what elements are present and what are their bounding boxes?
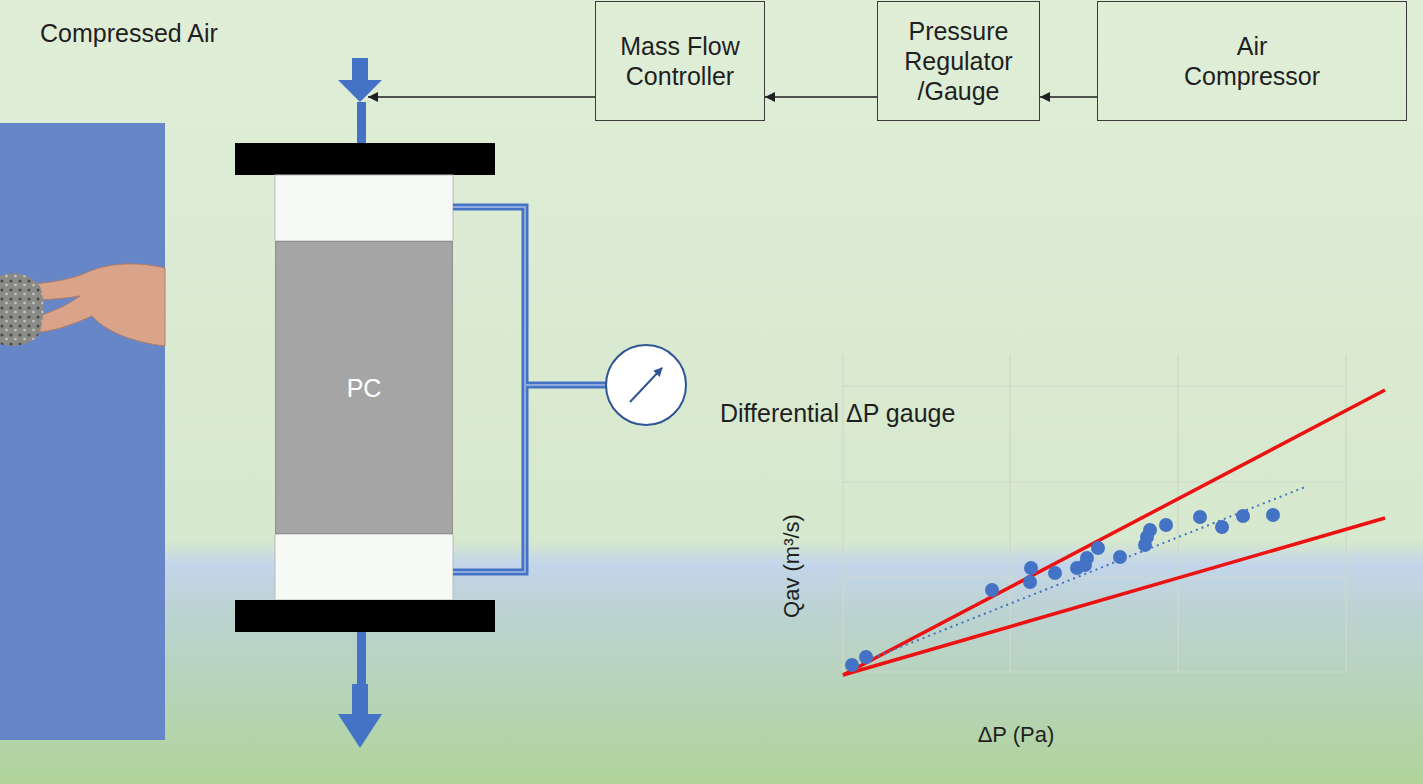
box-label: Mass Flow Controller xyxy=(619,31,741,91)
box-label: Pressure Regulator /Gauge xyxy=(891,16,1027,106)
sample-photo xyxy=(0,123,165,740)
box-label: PC xyxy=(284,373,444,403)
flow-arrow xyxy=(1040,96,1097,98)
bottom-plate xyxy=(235,600,495,632)
top-chamber xyxy=(275,175,453,241)
process-box: Pressure Regulator /Gauge xyxy=(877,1,1040,121)
inlet-pipe xyxy=(357,102,366,143)
bottom-chamber xyxy=(275,534,453,600)
pressure-tubes xyxy=(453,207,606,572)
box-label: Air Compressor xyxy=(1172,31,1332,91)
pressure-gauge xyxy=(606,345,686,425)
process-box: Mass Flow Controller xyxy=(595,1,765,121)
axis-title: ΔP (Pa) xyxy=(978,722,1055,748)
feed-line xyxy=(368,96,595,98)
top-plate xyxy=(235,143,495,175)
gauge-label: Differential ΔP gauge xyxy=(720,398,955,428)
sample-column: PC xyxy=(275,241,453,534)
flow-arrow xyxy=(765,96,877,98)
inlet-arrow xyxy=(338,58,382,102)
axis-title: Qav (m³/s) xyxy=(779,514,805,618)
outlet-arrow xyxy=(338,684,382,748)
process-box: Air Compressor xyxy=(1097,1,1407,121)
outlet-pipe xyxy=(357,632,366,684)
inlet-label: Compressed Air xyxy=(40,18,218,48)
